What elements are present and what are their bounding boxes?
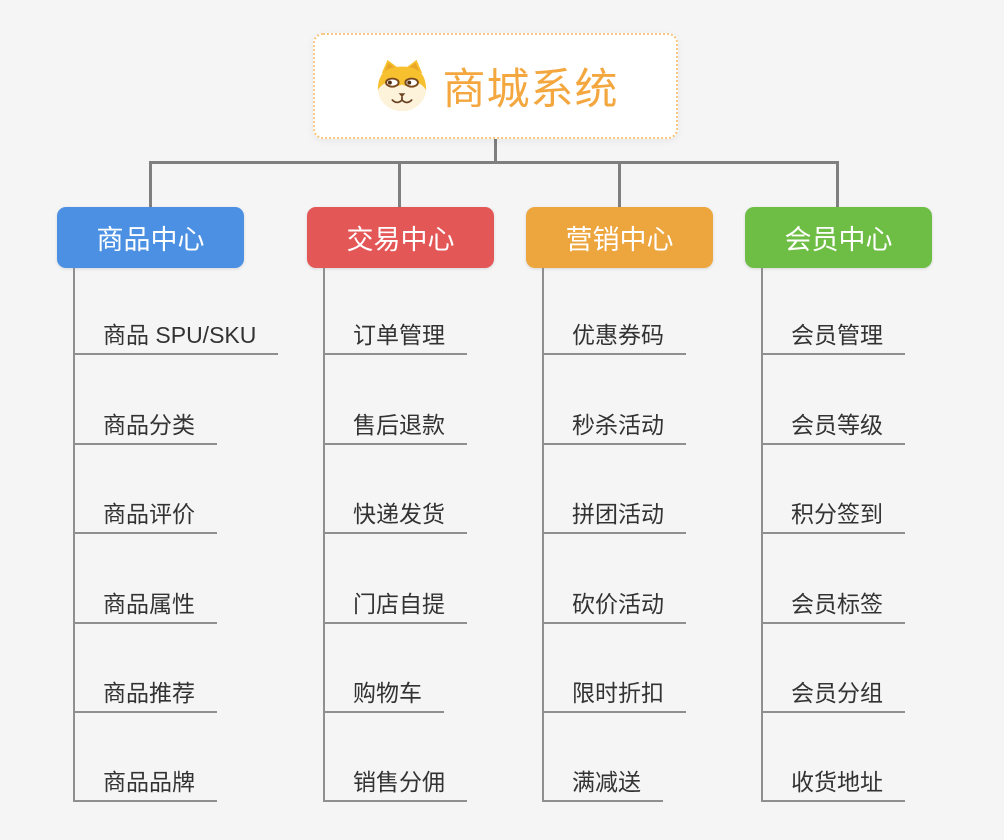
leaf-bargain-activity[interactable]: 砍价活动: [542, 590, 686, 624]
leaf-product-recommend[interactable]: 商品推荐: [73, 679, 217, 713]
branch-node-product-center[interactable]: 商品中心: [57, 207, 244, 268]
leaf-time-limited-discount[interactable]: 限时折扣: [542, 679, 686, 713]
connector-drop-product: [149, 164, 152, 207]
leaf-product-brand[interactable]: 商品品牌: [73, 768, 217, 802]
connector-drop-trade: [398, 164, 401, 207]
leaf-product-attribute[interactable]: 商品属性: [73, 590, 217, 624]
branch-node-trade-center[interactable]: 交易中心: [307, 207, 494, 268]
leaf-shopping-cart[interactable]: 购物车: [323, 679, 444, 713]
leaf-points-checkin[interactable]: 积分签到: [761, 500, 905, 534]
root-node[interactable]: 商城系统: [313, 33, 678, 139]
leaf-store-pickup[interactable]: 门店自提: [323, 590, 467, 624]
leaf-product-review[interactable]: 商品评价: [73, 500, 217, 534]
root-title: 商城系统: [442, 66, 619, 114]
branch-label-product-center: 商品中心: [96, 225, 205, 255]
leaf-member-group[interactable]: 会员分组: [761, 679, 905, 713]
branch-spine-marketing: [542, 268, 544, 802]
connector-horizontal-bar: [149, 161, 839, 164]
leaf-flash-sale[interactable]: 秒杀活动: [542, 411, 686, 445]
leaf-coupon-code[interactable]: 优惠券码: [542, 321, 686, 355]
leaf-member-management[interactable]: 会员管理: [761, 321, 905, 355]
branch-label-marketing-center: 营销中心: [565, 225, 674, 255]
leaf-express-delivery[interactable]: 快递发货: [323, 500, 467, 534]
connector-drop-marketing: [618, 164, 621, 207]
connector-drop-member: [836, 164, 839, 207]
leaf-member-level[interactable]: 会员等级: [761, 411, 905, 445]
leaf-order-management[interactable]: 订单管理: [323, 321, 467, 355]
leaf-product-category[interactable]: 商品分类: [73, 411, 217, 445]
shiba-dog-icon: [373, 57, 431, 115]
leaf-product-spu-sku[interactable]: 商品 SPU/SKU: [73, 321, 279, 355]
branch-label-trade-center: 交易中心: [346, 225, 455, 255]
leaf-member-tag[interactable]: 会员标签: [761, 590, 905, 624]
connector-root-stub: [494, 139, 497, 163]
leaf-sales-commission[interactable]: 销售分佣: [323, 768, 467, 802]
leaf-aftersale-refund[interactable]: 售后退款: [323, 411, 467, 445]
branch-spine-product: [73, 268, 75, 802]
branch-spine-trade: [323, 268, 325, 802]
branch-spine-member: [761, 268, 763, 802]
branch-node-marketing-center[interactable]: 营销中心: [526, 207, 713, 268]
leaf-group-buy[interactable]: 拼团活动: [542, 500, 686, 534]
leaf-shipping-address[interactable]: 收货地址: [761, 768, 905, 802]
branch-label-member-center: 会员中心: [784, 225, 893, 255]
leaf-full-reduction[interactable]: 满减送: [542, 768, 663, 802]
branch-node-member-center[interactable]: 会员中心: [745, 207, 932, 268]
